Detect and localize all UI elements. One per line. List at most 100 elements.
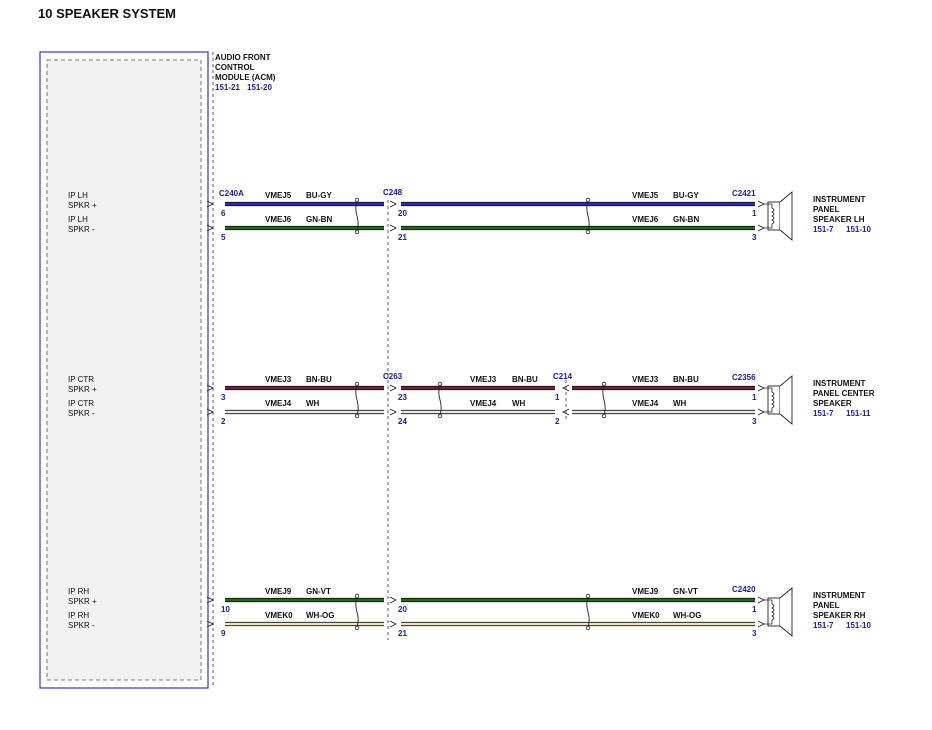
twisted-pair-ctr-right-end-bottom <box>601 413 607 419</box>
connector-label-end-lh[interactable]: C2421 <box>732 189 756 198</box>
end-arrow-ctr-1 <box>757 384 766 392</box>
wire-color-lh-left-2: GN-BN <box>306 215 332 224</box>
twisted-pair-lh-left-end-bottom <box>354 229 360 235</box>
twisted-pair-ctr-mid <box>438 383 442 417</box>
speaker-name-ctr-3: SPEAKER <box>813 399 852 408</box>
connector-label-mid1-lh[interactable]: C248 <box>383 188 403 197</box>
inline-arrow-ctr-3 <box>561 384 570 392</box>
twisted-pair-rh-right <box>586 595 590 629</box>
twisted-pair-lh-right-end-bottom <box>585 229 591 235</box>
inline-arrow-ctr-2 <box>389 408 398 416</box>
wire-circuit-rh-left-1: VMEJ9 <box>265 587 292 596</box>
twisted-pair-ctr-right-end-top <box>601 381 607 387</box>
module-name-line-3: MODULE (ACM) <box>215 73 276 82</box>
connector-pin-end-ctr-1: 1 <box>752 393 757 402</box>
twisted-pair-ctr-left-end-bottom <box>354 413 360 419</box>
speaker-name-lh-2: PANEL <box>813 205 840 214</box>
twisted-pair-lh-left <box>355 199 359 233</box>
pin-label-rh-neg-2: SPKR - <box>68 621 95 630</box>
pin-arrow-lh-2 <box>206 224 215 232</box>
connector-pin-mid1-ctr-2: 24 <box>398 417 407 426</box>
diagram-title: 10 SPEAKER SYSTEM <box>38 6 176 21</box>
speaker-ref-ctr-2[interactable]: 151-11 <box>846 409 871 418</box>
connector-label-end-rh[interactable]: C2420 <box>732 585 756 594</box>
inline-arrow-ctr-1 <box>389 384 398 392</box>
inline-arrow-lh-1 <box>389 200 398 208</box>
wire-circuit-ctr-right-1: VMEJ3 <box>632 375 659 384</box>
wire-color-rh-left-2: WH-OG <box>306 611 334 620</box>
speaker-name-ctr-1: INSTRUMENT <box>813 379 866 388</box>
wire-color-rh-right-2: WH-OG <box>673 611 701 620</box>
twisted-pair-rh-right-end-top <box>585 593 591 599</box>
speaker-ctr-symbol[interactable] <box>764 375 793 425</box>
pin-label-rh-pos-2: SPKR + <box>68 597 97 606</box>
pin-label-ctr-pos-1: IP CTR <box>68 375 94 384</box>
connector-pin-end-lh-1: 1 <box>752 209 757 218</box>
speaker-ref-ctr-1[interactable]: 151-7 <box>813 409 834 418</box>
pin-number-ctr-1: 3 <box>221 393 226 402</box>
wire-circuit-ctr-left-1: VMEJ3 <box>265 375 292 384</box>
end-arrow-ctr-2 <box>757 408 766 416</box>
speaker-ref-rh-1[interactable]: 151-7 <box>813 621 834 630</box>
inline-arrow-rh-1 <box>389 596 398 604</box>
speaker-name-rh-2: PANEL <box>813 601 840 610</box>
pin-number-ctr-2: 2 <box>221 417 226 426</box>
pin-arrow-ctr-2 <box>206 408 215 416</box>
connector-pin-end-ctr-2: 3 <box>752 417 757 426</box>
connector-label-mid2-ctr[interactable]: C214 <box>553 372 573 381</box>
wire-color-ctr-left-1: BN-BU <box>306 375 332 384</box>
twisted-pair-rh-right-end-bottom <box>585 625 591 631</box>
module-ref-1[interactable]: 151-21 <box>215 83 240 92</box>
connector-label-start-lh[interactable]: C240A <box>219 189 244 198</box>
end-arrow-lh-2 <box>757 224 766 232</box>
twisted-pair-ctr-left-end-top <box>354 381 360 387</box>
module-name-line-1: AUDIO FRONT <box>215 53 271 62</box>
wire-circuit-ctr-right-2: VMEJ4 <box>632 399 659 408</box>
module-name-line-2: CONTROL <box>215 63 255 72</box>
connector-pin-end-lh-2: 3 <box>752 233 757 242</box>
wire-circuit-rh-right-1: VMEJ9 <box>632 587 659 596</box>
pin-number-rh-2: 9 <box>221 629 226 638</box>
connector-pin-end-rh-2: 3 <box>752 629 757 638</box>
connector-pin-mid1-rh-1: 20 <box>398 605 407 614</box>
pin-label-lh-neg-2: SPKR - <box>68 225 95 234</box>
connector-label-end-ctr[interactable]: C2356 <box>732 373 756 382</box>
end-arrow-rh-1 <box>757 596 766 604</box>
pin-label-lh-pos-1: IP LH <box>68 191 88 200</box>
pin-number-rh-1: 10 <box>221 605 230 614</box>
pin-label-lh-neg-1: IP LH <box>68 215 88 224</box>
speaker-lh-symbol[interactable] <box>764 191 793 241</box>
wire-circuit-rh-right-2: VMEK0 <box>632 611 660 620</box>
module-ref-2[interactable]: 151-20 <box>247 83 272 92</box>
pin-label-ctr-neg-1: IP CTR <box>68 399 94 408</box>
wire-color-lh-left-1: BU-GY <box>306 191 332 200</box>
twisted-pair-ctr-left <box>355 383 359 417</box>
module-inner-box <box>46 59 202 681</box>
inline-arrow-ctr-4 <box>561 408 570 416</box>
speaker-name-rh-3: SPEAKER RH <box>813 611 866 620</box>
connector-pin-mid1-ctr-1: 23 <box>398 393 407 402</box>
twisted-pair-ctr-mid-end-top <box>437 381 443 387</box>
wire-circuit-ctr-left-2: VMEJ4 <box>265 399 292 408</box>
wire-color-lh-right-2: GN-BN <box>673 215 699 224</box>
speaker-ref-lh-1[interactable]: 151-7 <box>813 225 834 234</box>
speaker-name-ctr-2: PANEL CENTER <box>813 389 875 398</box>
pin-label-ctr-pos-2: SPKR + <box>68 385 97 394</box>
connector-label-mid1-ctr[interactable]: C263 <box>383 372 403 381</box>
inline-arrow-lh-2 <box>389 224 398 232</box>
connector-pin-end-rh-1: 1 <box>752 605 757 614</box>
pin-label-rh-pos-1: IP RH <box>68 587 89 596</box>
twisted-pair-rh-left-end-top <box>354 593 360 599</box>
twisted-pair-rh-left <box>355 595 359 629</box>
wire-color-ctr-right-1: BN-BU <box>673 375 699 384</box>
speaker-ref-rh-2[interactable]: 151-10 <box>846 621 871 630</box>
wire-circuit-lh-left-2: VMEJ6 <box>265 215 292 224</box>
speaker-ref-lh-2[interactable]: 151-10 <box>846 225 871 234</box>
connector-pin-mid1-lh-2: 21 <box>398 233 407 242</box>
end-arrow-rh-2 <box>757 620 766 628</box>
wire-color-lh-right-1: BU-GY <box>673 191 699 200</box>
speaker-rh-symbol[interactable] <box>764 587 793 637</box>
pin-number-lh-2: 5 <box>221 233 226 242</box>
